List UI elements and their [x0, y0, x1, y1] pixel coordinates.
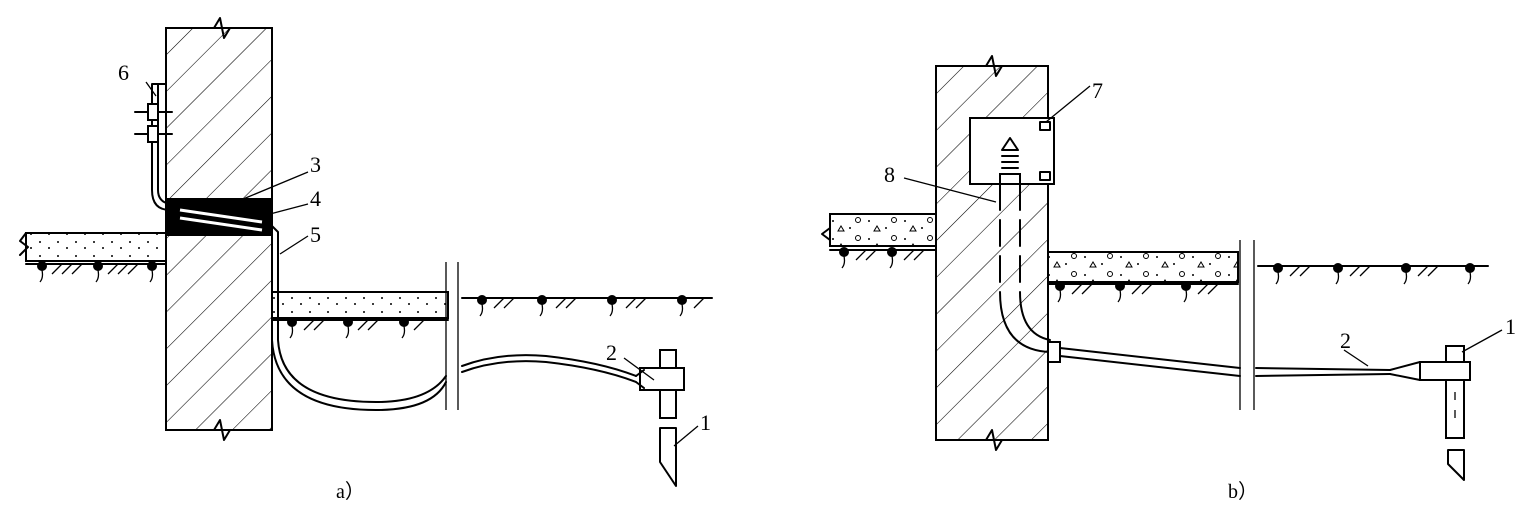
label-2: 2 [606, 340, 617, 365]
label-5: 5 [310, 222, 321, 247]
label-7: 7 [1092, 78, 1103, 103]
ground-b [1257, 263, 1489, 285]
leaders-b [903, 85, 1503, 367]
label-3: 3 [310, 152, 321, 177]
leaders-a [145, 81, 699, 447]
test-box-b [969, 117, 1055, 185]
wall-b [935, 55, 1049, 451]
ground-cable-b [1059, 347, 1421, 381]
floor-left-a [19, 232, 167, 283]
electrode-b [1419, 345, 1471, 481]
label-1: 1 [700, 410, 711, 435]
label-4: 4 [310, 186, 321, 211]
floor-right-b [1047, 251, 1239, 303]
panel-b: 7 8 2 1 b） [821, 55, 1516, 503]
label-6: 6 [118, 60, 129, 85]
wall-conduit-b [999, 183, 1061, 363]
break-line-b [1239, 240, 1255, 410]
panel-a: 6 3 4 5 2 1 a） [19, 17, 713, 503]
break-line-a [445, 262, 459, 410]
floor-left-b [821, 213, 937, 269]
wall-sleeve-a [166, 198, 272, 236]
label-8: 8 [884, 162, 895, 187]
wall-conductor-a [134, 83, 173, 211]
caption-a: a） [336, 480, 365, 503]
ground-cable-a [271, 225, 637, 411]
floor-right-a [271, 291, 449, 339]
label-1-b: 1 [1505, 314, 1516, 339]
caption-b: b） [1228, 480, 1258, 503]
ground-a [461, 295, 713, 317]
label-2-b: 2 [1340, 328, 1351, 353]
electrode-a [635, 349, 685, 487]
